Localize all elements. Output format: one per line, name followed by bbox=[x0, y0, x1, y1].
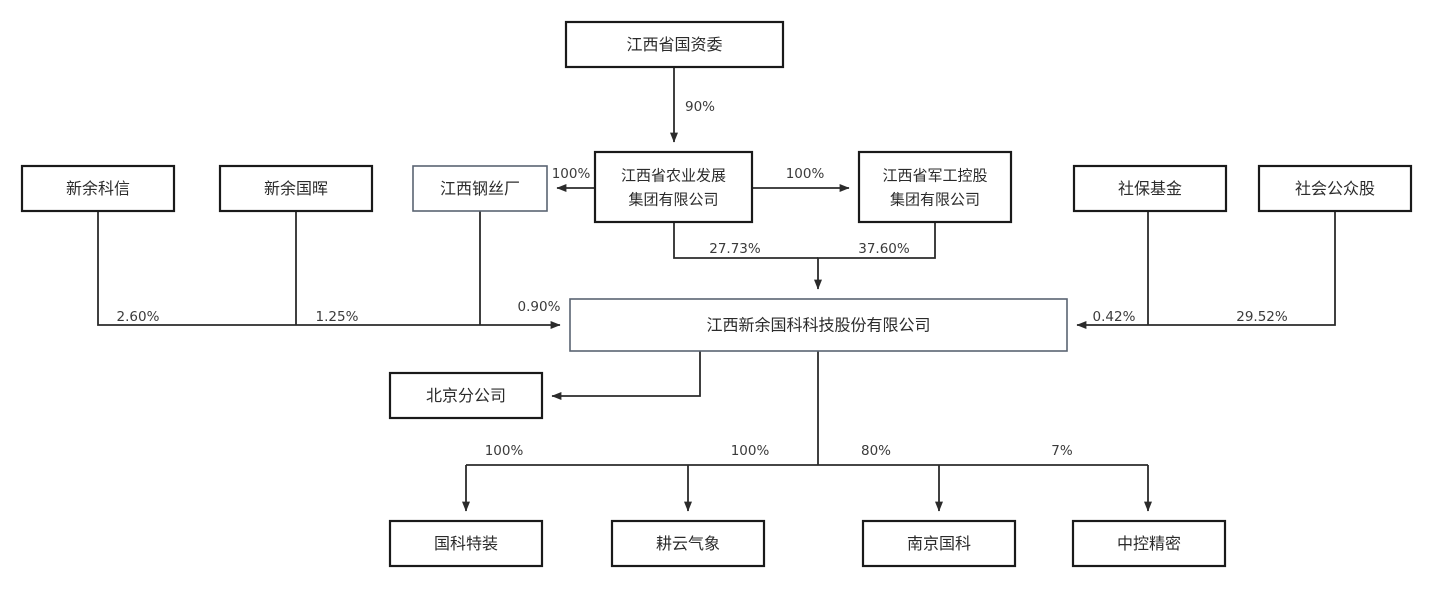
node-main-company[interactable]: 江西新余国科科技股份有限公司 bbox=[569, 298, 1068, 352]
node-label-military-group-line2: 集团有限公司 bbox=[890, 191, 980, 209]
node-public-shares[interactable]: 社会公众股 bbox=[1257, 164, 1413, 213]
edge-main-to-tezhuang: 100% bbox=[462, 443, 524, 512]
node-label-gengyun-qixiang: 耕云气象 bbox=[656, 534, 720, 553]
node-label-beijing-branch: 北京分公司 bbox=[426, 386, 506, 405]
edge-label-2952: 29.52% bbox=[1236, 309, 1288, 325]
edge-main-to-nanjing: 80% bbox=[861, 443, 943, 512]
edge-label-042: 0.42% bbox=[1093, 309, 1136, 325]
edge-label-090: 0.90% bbox=[518, 299, 561, 315]
node-label-sasac: 江西省国资委 bbox=[626, 35, 722, 54]
node-nanjing-guoke[interactable]: 南京国科 bbox=[861, 519, 1017, 568]
node-gengyun-qixiang[interactable]: 耕云气象 bbox=[610, 519, 766, 568]
edge-label-260: 2.60% bbox=[117, 309, 160, 325]
node-xinyu-kexin[interactable]: 新余科信 bbox=[20, 164, 176, 213]
node-label-public-shares: 社会公众股 bbox=[1295, 179, 1375, 198]
edge-military-to-main: 37.60% bbox=[814, 222, 936, 290]
edge-layer: 90% 100% 100% 27.73% 37.60% bbox=[97, 67, 1336, 512]
edge-agri-to-steelwire: 100% bbox=[552, 166, 595, 192]
node-label-nanjing-guoke: 南京国科 bbox=[907, 534, 971, 553]
edge-agri-to-military: 100% bbox=[752, 166, 850, 192]
edge-public-to-main: 29.52% bbox=[1076, 211, 1336, 329]
edge-main-to-zhongkong: 7% bbox=[1051, 443, 1152, 512]
edge-sasac-to-agri: 90% bbox=[670, 67, 715, 143]
edge-steelwire-to-main: 0.90% bbox=[479, 211, 561, 325]
edge-label-100-steelwire: 100% bbox=[552, 166, 591, 182]
node-label-jiangxi-steel-wire: 江西钢丝厂 bbox=[440, 179, 520, 198]
node-social-security-fund[interactable]: 社保基金 bbox=[1072, 164, 1228, 213]
edge-agri-to-main: 27.73% bbox=[673, 222, 818, 259]
node-guoke-tezhuang[interactable]: 国科特装 bbox=[388, 519, 544, 568]
node-beijing-branch[interactable]: 北京分公司 bbox=[388, 371, 544, 420]
edge-label-90: 90% bbox=[685, 99, 715, 115]
node-label-agri-group-line1: 江西省农业发展 bbox=[621, 167, 726, 185]
edge-label-80: 80% bbox=[861, 443, 891, 459]
edge-main-trunk bbox=[466, 351, 1148, 466]
edge-label-7: 7% bbox=[1051, 443, 1073, 459]
node-xinyu-guohui[interactable]: 新余国晖 bbox=[218, 164, 374, 213]
node-military-group[interactable]: 江西省军工控股 集团有限公司 bbox=[857, 150, 1013, 224]
edge-kexin-to-main: 2.60% bbox=[97, 211, 561, 329]
edge-main-to-beijing bbox=[551, 351, 701, 400]
node-label-military-group-line1: 江西省军工控股 bbox=[882, 167, 987, 185]
node-layer: 江西省国资委 新余科信 新余国晖 江西钢丝厂 江西省农业发展 集团有限公司 bbox=[20, 20, 1413, 568]
node-jiangxi-steel-wire[interactable]: 江西钢丝厂 bbox=[412, 165, 548, 212]
edge-label-100-gengyun: 100% bbox=[731, 443, 770, 459]
node-label-social-security-fund: 社保基金 bbox=[1118, 179, 1182, 198]
node-label-guoke-tezhuang: 国科特装 bbox=[434, 534, 498, 553]
node-label-main-company: 江西新余国科科技股份有限公司 bbox=[706, 316, 930, 335]
edge-label-125: 1.25% bbox=[316, 309, 359, 325]
edge-guohui-to-main: 1.25% bbox=[295, 211, 359, 325]
edge-label-3760: 37.60% bbox=[858, 241, 910, 257]
node-label-agri-group-line2: 集团有限公司 bbox=[628, 191, 718, 209]
edge-label-100-tezhuang: 100% bbox=[485, 443, 524, 459]
node-agri-group[interactable]: 江西省农业发展 集团有限公司 bbox=[593, 150, 754, 224]
edge-label-100-military: 100% bbox=[786, 166, 825, 182]
node-label-xinyu-guohui: 新余国晖 bbox=[264, 179, 328, 198]
edge-ssf-to-main: 0.42% bbox=[1093, 211, 1149, 325]
node-zhongkong-jingmi[interactable]: 中控精密 bbox=[1071, 519, 1227, 568]
edge-main-to-gengyun: 100% bbox=[684, 443, 770, 512]
node-sasac[interactable]: 江西省国资委 bbox=[564, 20, 785, 69]
edge-label-2773: 27.73% bbox=[709, 241, 761, 257]
node-label-zhongkong-jingmi: 中控精密 bbox=[1117, 534, 1181, 553]
node-label-xinyu-kexin: 新余科信 bbox=[66, 179, 130, 198]
